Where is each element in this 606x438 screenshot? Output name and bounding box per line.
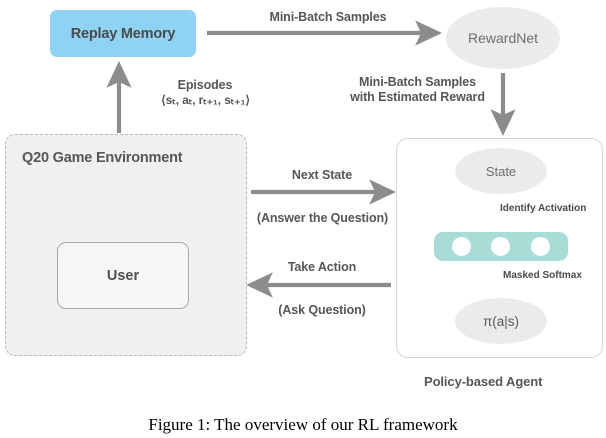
- episodes-label: Episodes: [177, 78, 233, 92]
- state-label: State: [485, 163, 517, 179]
- user-box: User: [57, 242, 189, 309]
- ask-question-label: (Ask Question): [278, 303, 366, 317]
- q20-game-environment-label: Q20 Game Environment: [22, 150, 183, 166]
- policy-label: π(a|s): [482, 313, 520, 329]
- replay-memory-box: Replay Memory: [50, 10, 196, 57]
- hidden-layer-bar: [434, 232, 568, 261]
- identify-activation-label: Identify Activation: [500, 203, 587, 214]
- minibatch-with-reward-line2: with Estimated Reward: [350, 90, 485, 104]
- figure-caption: Figure 1: The overview of our RL framewo…: [148, 415, 458, 434]
- policy-output-ellipse: π(a|s): [455, 298, 547, 344]
- episodes-tuple-label: ⟨sₜ, aₜ, rₜ₊₁, sₜ₊₁⟩: [161, 93, 250, 107]
- state-ellipse: State: [455, 148, 547, 194]
- hidden-node-2: [491, 237, 511, 256]
- hidden-node-3: [530, 237, 550, 256]
- rewardnet-ellipse: RewardNet: [446, 7, 560, 69]
- minibatch-with-reward-line1: Mini-Batch Samples: [359, 75, 476, 89]
- user-label: User: [106, 267, 140, 284]
- answer-the-question-label: (Answer the Question): [256, 211, 389, 225]
- policy-agent-caption: Policy-based Agent: [424, 374, 543, 389]
- rewardnet-label: RewardNet: [467, 30, 539, 46]
- replay-memory-label: Replay Memory: [70, 25, 176, 42]
- minibatch-samples-label: Mini-Batch Samples: [269, 10, 387, 24]
- next-state-label: Next State: [291, 168, 353, 182]
- hidden-node-1: [452, 237, 472, 256]
- masked-softmax-label: Masked Softmax: [503, 270, 582, 281]
- take-action-label: Take Action: [287, 260, 357, 274]
